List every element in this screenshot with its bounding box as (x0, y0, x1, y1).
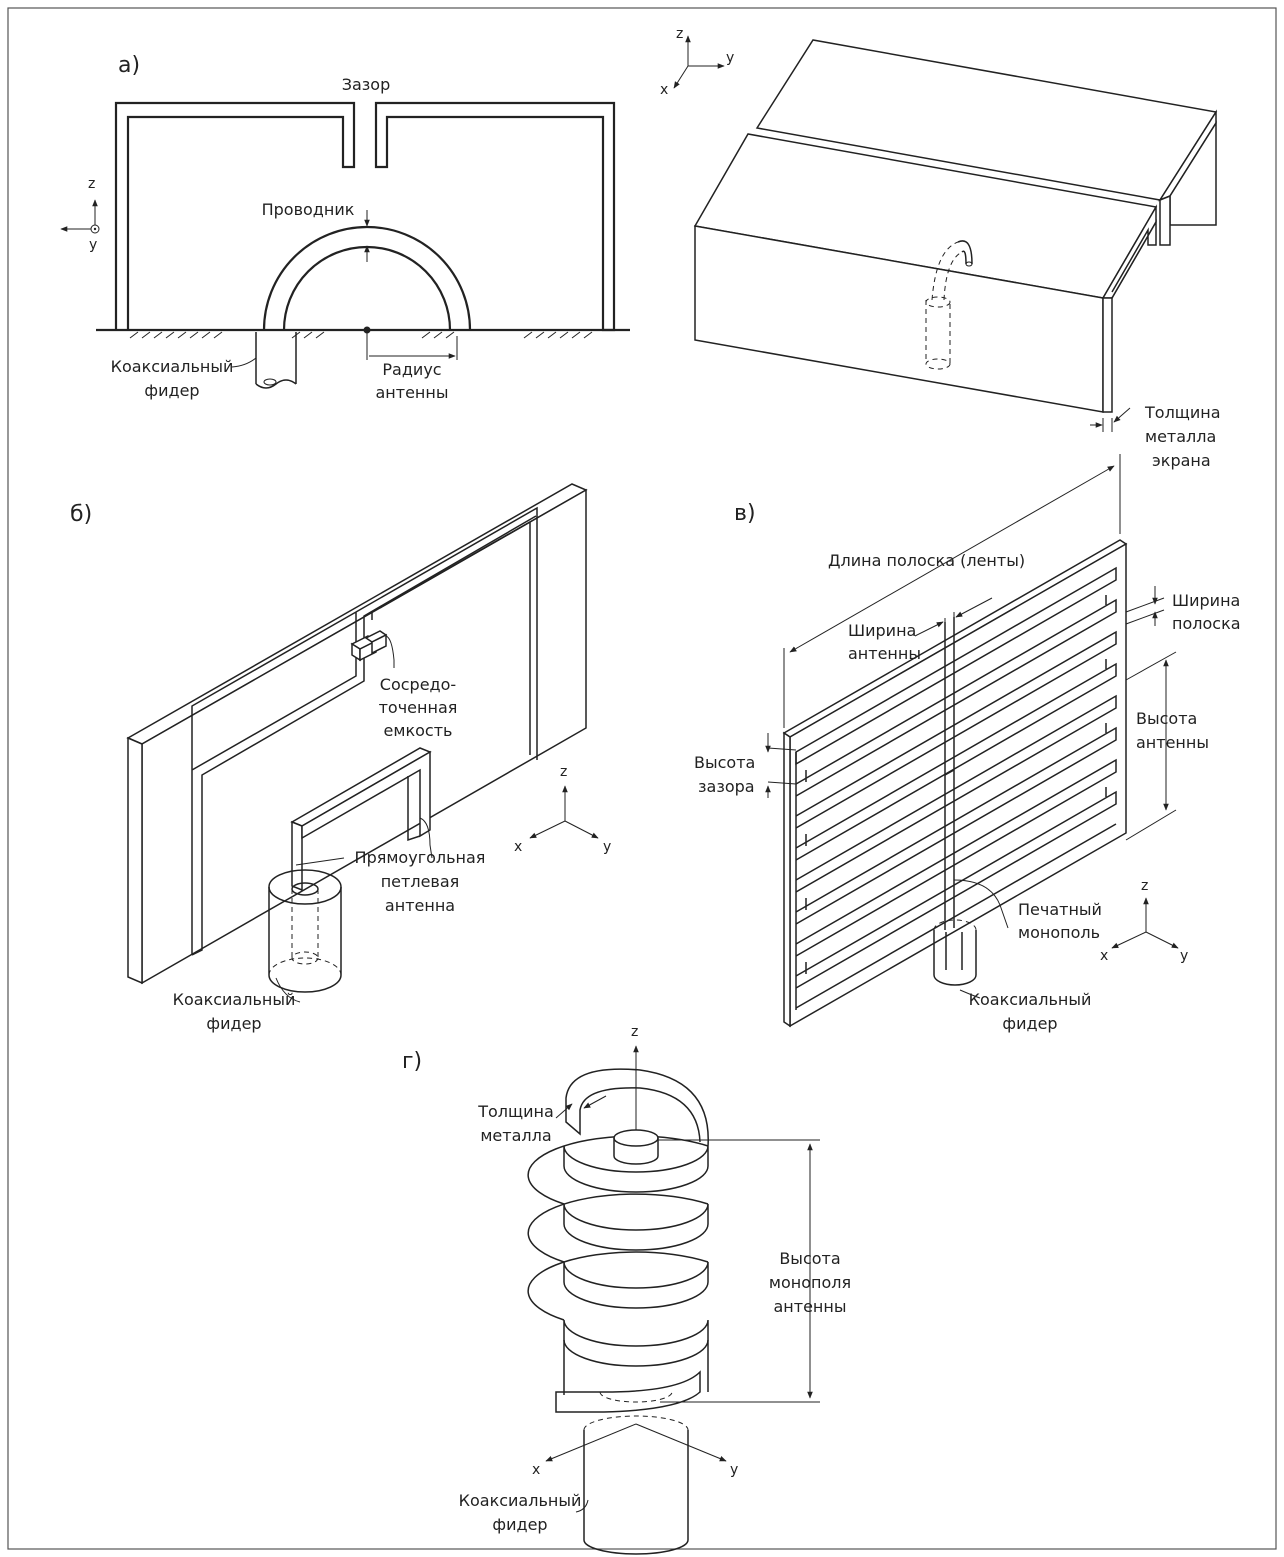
monopole-label-2: монополь (1018, 923, 1100, 942)
axis-y-aiso: y (726, 50, 734, 66)
antenna-width-label-1: Ширина (848, 621, 916, 640)
figure-frame (7, 7, 1277, 1550)
axis-x-v: x (1100, 948, 1108, 964)
strip-width-label-1: Ширина (1172, 591, 1240, 610)
panel-b: б) (70, 483, 611, 1033)
axes-a: z y (60, 176, 100, 253)
panel-b-label: б) (70, 502, 92, 527)
monopole-label-1: Печатный (1018, 900, 1102, 919)
feeder-label-a-1: Коаксиальный (111, 357, 234, 376)
outer-loop-trace (191, 506, 538, 955)
metal-thickness-label-2: металла (480, 1126, 551, 1145)
shield-thickness-label-2: металла (1145, 427, 1216, 446)
gap-height-label-2: зазора (698, 777, 755, 796)
radius-label-1: Радиус (382, 360, 441, 379)
shield-thickness-label-1: Толщина (1144, 403, 1221, 422)
loop-label-1: Прямоугольная (355, 848, 486, 867)
axis-y-b: y (603, 839, 611, 855)
axis-y-g: y (730, 1462, 738, 1478)
axis-z-a: z (88, 176, 95, 192)
radius-label-2: антенны (376, 383, 449, 402)
loop-label-2: петлевая (381, 872, 460, 891)
capacitor-label-3: емкость (384, 721, 453, 740)
feeder-label-a-2: фидер (144, 381, 199, 400)
panel-g: г) z x y (402, 1024, 851, 1555)
helix-monopole (527, 1068, 709, 1413)
axis-z-aiso: z (676, 26, 683, 42)
hidden-coax-a (925, 240, 973, 370)
feeder-label-b-2: фидер (206, 1014, 261, 1033)
coax-feeder-a (255, 332, 297, 389)
panel-a: а) Зазор Проводник Коаксиальный фидер Ра… (60, 53, 630, 402)
shield-thickness-label-3: экрана (1152, 451, 1211, 470)
ground-hatch (129, 331, 593, 339)
lumped-capacitor (350, 630, 388, 662)
feeder-label-g-1: Коаксиальный (459, 1491, 582, 1510)
coax-feeder-v (933, 919, 977, 986)
antenna-height-label-2: антенны (1136, 733, 1209, 752)
monopole-height-label-3: антенны (774, 1297, 847, 1316)
coax-feeder-b (268, 869, 342, 993)
gap-label: Зазор (342, 75, 391, 94)
panel-a-label: а) (118, 53, 140, 78)
antenna-height-label-1: Высота (1136, 709, 1197, 728)
antenna-width-label-2: антенны (848, 644, 921, 663)
gap-height-label-1: Высота (694, 753, 755, 772)
axis-x-aiso: x (660, 82, 668, 98)
feeder-label-b-1: Коаксиальный (173, 990, 296, 1009)
conductor-label: Проводник (262, 200, 355, 219)
metal-thickness-label-1: Толщина (477, 1102, 554, 1121)
panel-g-label: г) (402, 1049, 422, 1074)
capacitor-label-1: Сосредо- (380, 675, 456, 694)
panel-v: в) (694, 454, 1241, 1033)
semicircle-conductor (262, 225, 472, 331)
feeder-label-v-2: фидер (1002, 1014, 1057, 1033)
axes-a-iso: z y x (660, 26, 734, 98)
axis-z-g: z (631, 1024, 638, 1040)
capacitor-label-2: точенная (379, 698, 458, 717)
axes-b: z x y (514, 764, 611, 855)
axes-g: x y (532, 1423, 738, 1478)
feeder-label-g-2: фидер (492, 1515, 547, 1534)
axis-y-v: y (1180, 948, 1188, 964)
panel-a-iso: z y x Толщина металла экран (660, 26, 1221, 470)
panel-v-label: в) (734, 501, 756, 526)
strip-length-label: Длина полоска (ленты) (828, 551, 1025, 570)
axis-x-g: x (532, 1462, 540, 1478)
axes-v: z x y (1100, 878, 1188, 964)
axis-x-b: x (514, 839, 522, 855)
axis-z-v: z (1141, 878, 1148, 894)
coax-feeder-g (583, 1415, 689, 1555)
strip-width-label-2: полоска (1172, 614, 1241, 633)
monopole-height-label-1: Высота (779, 1249, 840, 1268)
axis-y-a: y (89, 237, 97, 253)
axis-z-b: z (560, 764, 567, 780)
loop-label-3: антенна (385, 896, 455, 915)
monopole-height-label-2: монополя (769, 1273, 851, 1292)
loop-shield (114, 101, 616, 332)
feeder-label-v-1: Коаксиальный (969, 990, 1092, 1009)
